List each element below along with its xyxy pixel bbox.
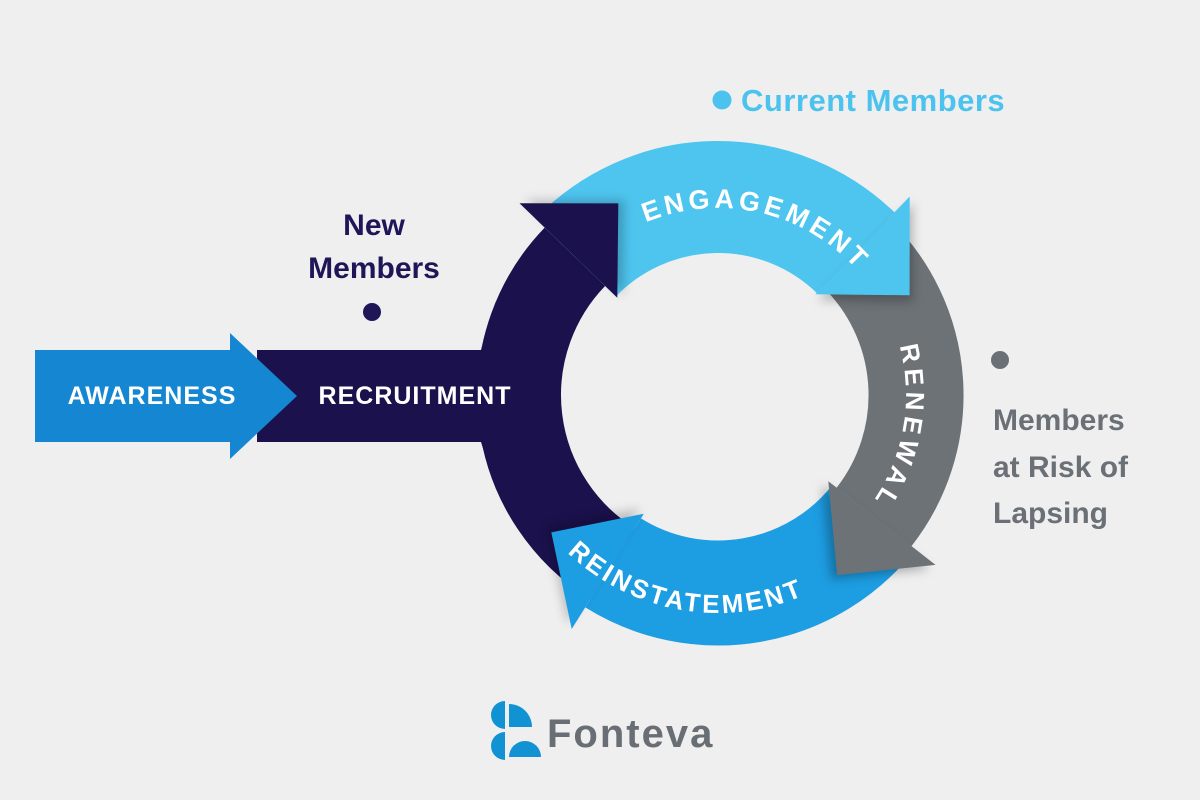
awareness-label: AWARENESS [68, 382, 237, 410]
legend-new-members: New Members [308, 209, 440, 321]
recruitment-arrowhead-icon [519, 203, 619, 298]
new-members-label-line2: Members [308, 252, 440, 285]
fonteva-logo-mark-icon [491, 701, 541, 760]
recruitment-arc [477, 227, 636, 600]
current-members-label: Current Members [741, 83, 1005, 118]
renewal-arrowhead-icon [828, 481, 936, 576]
legend-members-at-risk: Members at Risk of Lapsing [991, 351, 1129, 530]
fonteva-logo: Fonteva [491, 701, 714, 760]
reinstatement-arrowhead-icon [551, 513, 644, 629]
members-at-risk-dot-icon [991, 351, 1009, 369]
recruitment-label: RECRUITMENT [319, 382, 512, 410]
fonteva-wordmark: Fonteva [547, 712, 714, 756]
awareness-arrow [35, 333, 297, 459]
new-members-label-line1: New [343, 209, 405, 242]
new-members-dot-icon [363, 303, 381, 321]
current-members-dot-icon [712, 90, 732, 110]
members-at-risk-label-line3: Lapsing [993, 497, 1108, 530]
members-at-risk-label-line1: Members [993, 404, 1125, 437]
members-at-risk-label-line2: at Risk of [993, 451, 1129, 484]
legend-current-members: Current Members [712, 83, 1005, 118]
engagement-arrowhead-icon [815, 196, 910, 296]
